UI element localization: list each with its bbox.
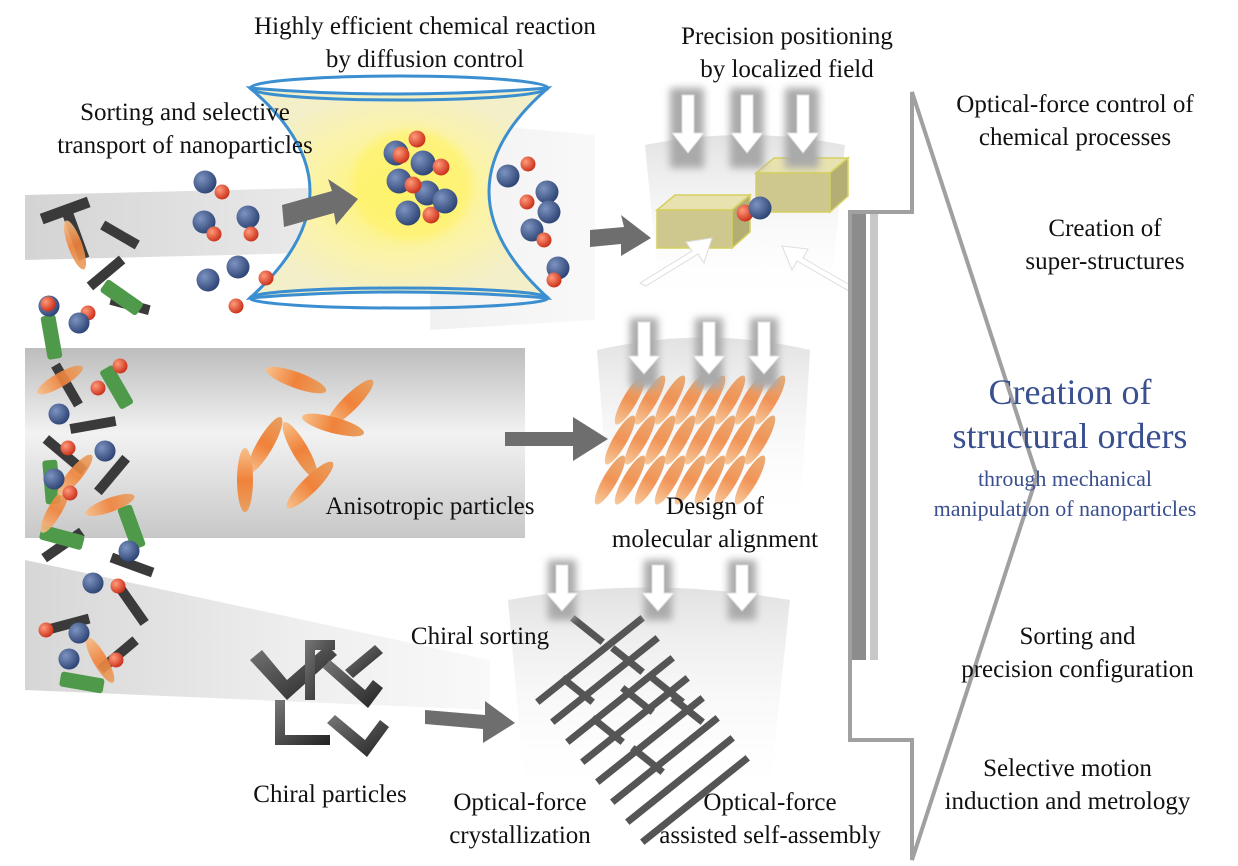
label-self-assembly-line1: Optical-force [703, 789, 837, 816]
label-crystallization-line2: crystallization [449, 822, 591, 849]
label-positioning-line2: by localized field [700, 56, 874, 83]
right-item-motion-line2: induction and metrology [944, 788, 1191, 815]
label-alignment: Design of molecular alignment [580, 490, 850, 556]
chiral-lattice [535, 615, 750, 845]
chiral-particles [250, 640, 389, 757]
headline-line1: Creation of [988, 372, 1152, 412]
label-chiral-sorting-text: Chiral sorting [410, 623, 550, 650]
bottom-panel [25, 560, 490, 710]
label-crystallization: Optical-force crystallization [425, 786, 615, 852]
label-alignment-line2: molecular alignment [611, 526, 819, 553]
right-item-motion-line1: Selective motion [983, 755, 1152, 782]
label-chiral-particles: Chiral particles [225, 778, 435, 811]
label-reaction: Highly efficient chemical reaction by di… [205, 10, 645, 76]
right-item-sorting-line2: precision configuration [961, 656, 1194, 683]
label-positioning: Precision positioning by localized field [642, 20, 932, 86]
right-item-superstructures: Creation of super-structures [990, 212, 1220, 278]
label-anisotropic-text: Anisotropic particles [325, 493, 535, 520]
subheadline-line1: through mechanical [977, 466, 1153, 491]
headline-line2: structural orders [952, 416, 1188, 456]
right-item-sorting-line1: Sorting and [1019, 623, 1136, 650]
label-crystallization-line1: Optical-force [453, 789, 587, 816]
right-item-sorting: Sorting and precision configuration [925, 620, 1230, 686]
anisotropic-rods [237, 366, 374, 512]
subheadline-line2: manipulation of nanoparticles [933, 496, 1197, 521]
right-item-chemical-line1: Optical-force control of [956, 91, 1194, 118]
label-sorting-transport-line2: transport of nanoparticles [57, 132, 313, 159]
label-reaction-line1: Highly efficient chemical reaction [254, 13, 596, 40]
label-chiral-sorting: Chiral sorting [385, 620, 575, 653]
label-alignment-line1: Design of [666, 493, 764, 520]
mixed-particles [37, 196, 155, 694]
label-chiral-particles-text: Chiral particles [253, 781, 407, 808]
process-arrows [282, 179, 651, 743]
headline: Creation of structural orders [920, 370, 1220, 458]
label-sorting-transport-line1: Sorting and selective [80, 99, 290, 126]
right-item-motion: Selective motion induction and metrology [915, 752, 1220, 818]
label-reaction-line2: by diffusion control [325, 46, 525, 73]
label-self-assembly-line2: assisted self-assembly [659, 822, 881, 849]
label-positioning-line1: Precision positioning [681, 23, 893, 50]
right-item-superstructures-line1: Creation of [1048, 215, 1162, 242]
positioning-blocks [654, 156, 851, 250]
force-arrows [544, 88, 857, 620]
label-sorting-transport: Sorting and selective transport of nanop… [35, 96, 335, 162]
summary-bracket [848, 91, 1040, 861]
right-item-chemical-line2: chemical processes [978, 124, 1172, 151]
label-self-assembly: Optical-force assisted self-assembly [625, 786, 915, 852]
label-anisotropic: Anisotropic particles [290, 490, 570, 523]
right-item-superstructures-line2: super-structures [1025, 248, 1185, 275]
right-item-chemical: Optical-force control of chemical proces… [920, 88, 1230, 154]
subheadline: through mechanical manipulation of nanop… [905, 464, 1225, 524]
